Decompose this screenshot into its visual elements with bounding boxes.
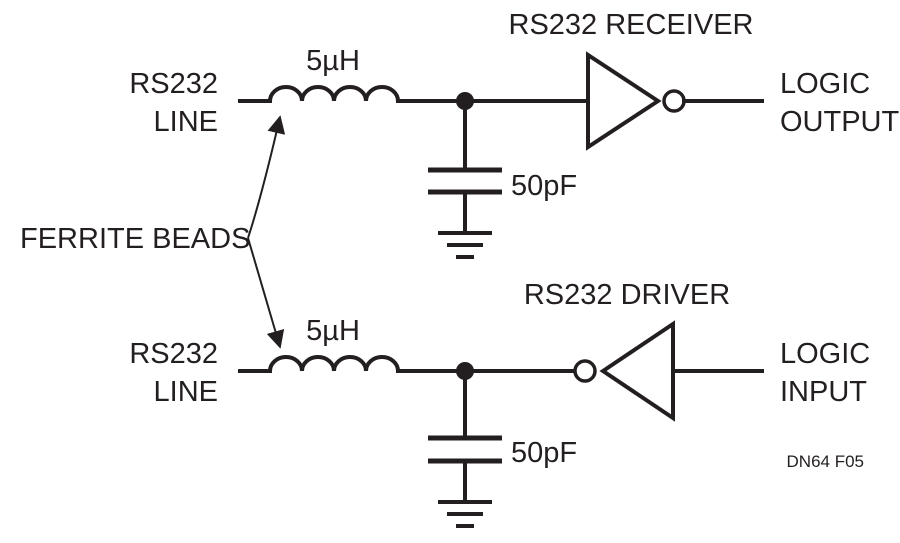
top-ground-symbol (438, 231, 492, 259)
top-capacitor-label: 50pF (511, 170, 577, 202)
logic-input-label-2: INPUT (780, 376, 867, 408)
bottom-ground-symbol (438, 500, 492, 528)
ferrite-arrow-down (247, 237, 285, 349)
bottom-line-label-2: LINE (154, 376, 218, 408)
logic-output-label-1: LOGIC (780, 68, 870, 100)
ferrite-beads-annotation: FERRITE BEADS (20, 115, 286, 349)
driver-circuit: RS232 LINE 5µH 50pF RS232 DRIVER LOGIC I… (129, 279, 870, 528)
top-line-label-2: LINE (154, 106, 218, 138)
bottom-inductor-label: 5µH (306, 315, 360, 347)
receiver-circuit: RS232 LINE 5µH 50pF RS232 RECEIVER LOGIC… (129, 9, 900, 259)
ferrite-beads-label: FERRITE BEADS (20, 223, 250, 255)
receiver-label: RS232 RECEIVER (509, 9, 754, 41)
figure-code: DN64 F05 (787, 452, 864, 471)
receiver-inverter-bubble (662, 89, 686, 113)
top-capacitor (428, 99, 502, 233)
bottom-inductor (268, 355, 400, 372)
ferrite-arrow-up (247, 115, 286, 239)
logic-output-label-2: OUTPUT (780, 106, 900, 138)
top-inductor-label: 5µH (306, 45, 360, 77)
logic-input-label-1: LOGIC (780, 338, 870, 370)
top-inductor (268, 85, 400, 102)
bottom-capacitor (428, 369, 502, 502)
driver-label: RS232 DRIVER (524, 279, 730, 311)
driver-buffer (599, 320, 675, 422)
driver-inverter-bubble (573, 359, 597, 383)
bottom-line-label-1: RS232 (129, 338, 218, 370)
bottom-capacitor-label: 50pF (511, 437, 577, 469)
top-line-label-1: RS232 (129, 68, 218, 100)
receiver-buffer (586, 51, 662, 151)
